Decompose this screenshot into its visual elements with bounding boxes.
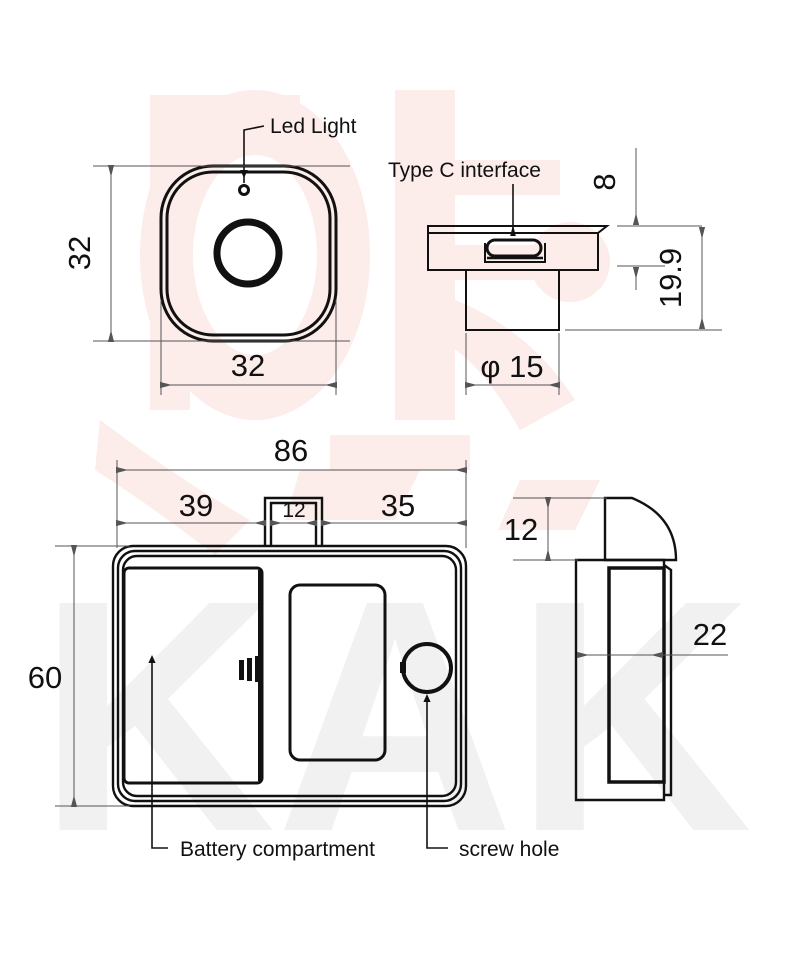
body-inner-panel: [288, 583, 387, 762]
view-body-side: 12 22: [504, 496, 728, 802]
battery-leader-arrow: [148, 655, 156, 663]
dim-knob-height-value: 32: [62, 236, 97, 270]
body-outline-middle: [116, 549, 463, 803]
type-c-interface-label: Type C interface: [388, 159, 541, 182]
type-c-port-recess: [484, 243, 546, 263]
knob-inner-outline: [165, 170, 332, 337]
screw-leader-arrow: [423, 694, 431, 702]
body-side-fin: [603, 496, 678, 562]
led-light-label: Led Light: [270, 115, 357, 138]
view-body-front: 86 39 12 35 60 Battery compartment screw…: [28, 433, 560, 861]
battery-contact-ridge-2: [247, 658, 252, 681]
knob-button-ring: [213, 218, 283, 288]
dim-side-depth-value: 22: [693, 617, 727, 652]
dim-side-top-height-value: 12: [504, 512, 538, 547]
battery-compartment-label: Battery compartment: [180, 838, 375, 861]
view-side-knob: Type C interface 8 19.9 φ 15: [388, 148, 722, 395]
led-indicator: [238, 184, 250, 196]
watermark-text: KAK: [38, 531, 753, 900]
screw-hole-label: screw hole: [459, 838, 559, 861]
dim-overall-width-value: 86: [274, 433, 308, 468]
battery-leader-line: [151, 661, 168, 849]
led-leader-arrow: [240, 170, 248, 178]
body-side-edge: [663, 564, 673, 797]
knob-stem: [465, 270, 560, 331]
dim-tab-width-value: 12: [282, 499, 305, 522]
led-leader-line: [243, 125, 265, 183]
dim-stem-diameter-value: φ 15: [480, 349, 543, 384]
body-outline-outer: [111, 544, 468, 808]
dim-overall-height-value: 60: [28, 660, 62, 695]
view-front-knob: Led Light 32 32: [62, 115, 357, 395]
body-side-cavity: [607, 566, 666, 784]
battery-contact-ridge-3: [255, 656, 260, 682]
body-side-outer: [574, 558, 666, 802]
dim-right-segment-value: 35: [381, 488, 415, 523]
dim-knob-width-value: 32: [231, 348, 265, 383]
screw-hole-tab: [400, 662, 406, 673]
dim-port-offset-value: 8: [587, 173, 622, 190]
type-c-port: [485, 238, 543, 258]
dim-left-segment-value: 39: [179, 488, 213, 523]
screw-leader-line: [426, 700, 448, 849]
battery-contact-ridge-1: [239, 660, 244, 680]
watermark-bottom-kak: KAK: [38, 531, 753, 900]
dim-total-height-value: 19.9: [653, 248, 688, 308]
